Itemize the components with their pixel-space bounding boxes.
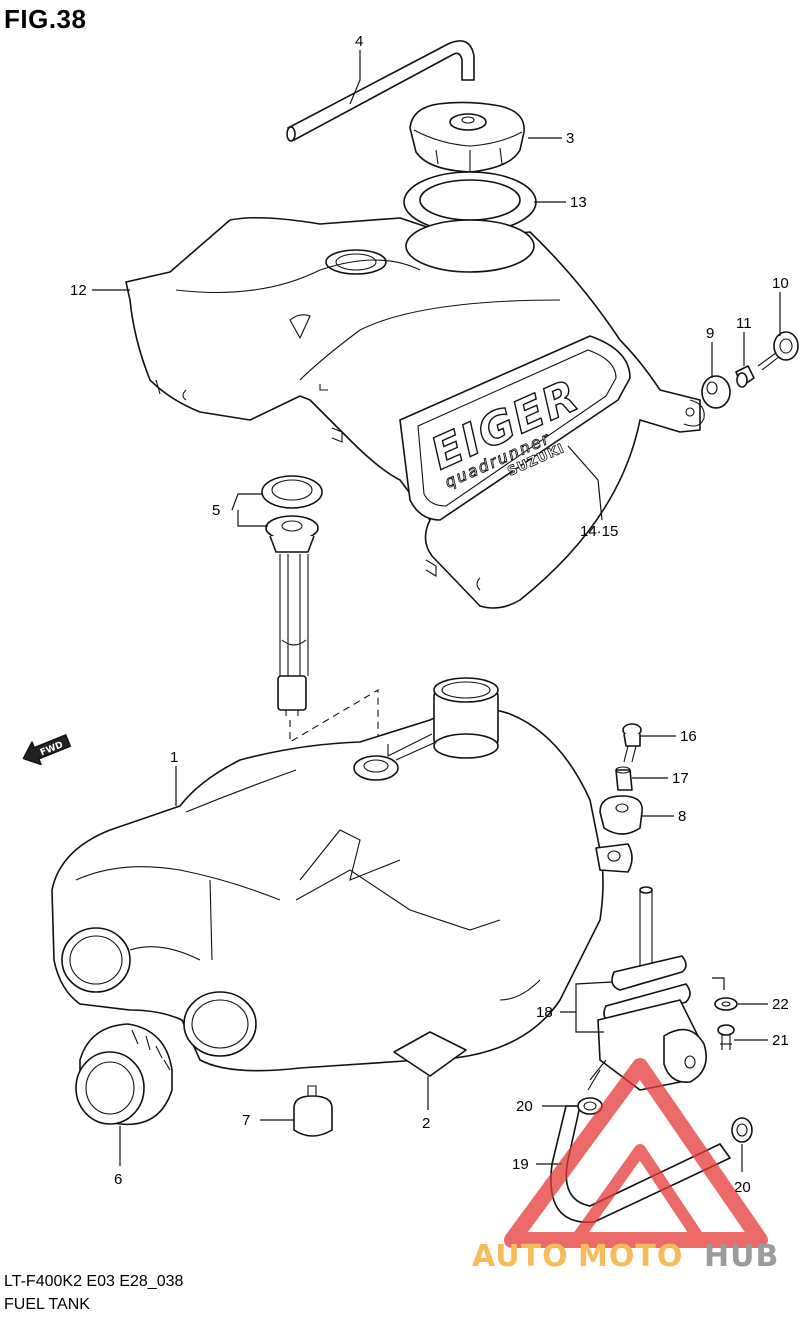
callout-18: 18 (536, 1004, 553, 1021)
forward-arrow-icon: FWD (22, 734, 72, 766)
callout-20b: 20 (734, 1179, 751, 1196)
figure-name: FUEL TANK (4, 1296, 90, 1313)
callout-7: 7 (242, 1112, 250, 1129)
leader-lines (92, 50, 781, 1172)
screw-21-part (717, 1024, 735, 1050)
figure-code: LT-F400K2 E03 E28_038 (4, 1273, 184, 1290)
callout-1: 1 (170, 749, 178, 766)
breather-hose-part (286, 40, 475, 142)
hose-band-part (75, 1023, 173, 1126)
cushion-7-part (293, 1085, 333, 1137)
callout-6: 6 (114, 1171, 122, 1188)
watermark-hub: HUB (704, 1239, 779, 1274)
callout-14-15: 14·15 (580, 523, 618, 540)
bolt-16-part (622, 723, 642, 763)
callout-20a: 20 (516, 1098, 533, 1115)
fuel-tank-part (51, 677, 633, 1072)
washer-22-part (714, 997, 738, 1011)
callout-9: 9 (706, 325, 714, 342)
watermark-auto: AUTO (472, 1239, 569, 1274)
figure-title: FIG.38 (4, 4, 87, 34)
fuel-sensor-part (261, 475, 323, 716)
callout-5: 5 (212, 502, 220, 519)
callout-17: 17 (672, 770, 689, 787)
tank-cover-part: EIGER quadrunner SUZUKI (125, 216, 705, 609)
bolt-washer-part (757, 331, 799, 371)
fuel-cock-part (587, 886, 707, 1091)
cushion-8-part (599, 795, 643, 835)
callout-2: 2 (422, 1115, 430, 1132)
watermark-moto: MOTO (578, 1239, 683, 1274)
pad-part (393, 1031, 467, 1077)
fuel-cap-part (409, 101, 525, 173)
watermark-logo: AUTO MOTO HUB (472, 1058, 779, 1274)
callout-19: 19 (512, 1156, 529, 1173)
collar-17-part (615, 766, 633, 791)
callout-21: 21 (772, 1032, 789, 1049)
callout-16: 16 (680, 728, 697, 745)
figure-footer: LT-F400K2 E03 E28_038 FUEL TANK (4, 1270, 183, 1316)
callout-12: 12 (70, 282, 87, 299)
callout-4: 4 (355, 33, 363, 50)
collar-part (735, 365, 755, 388)
callout-22: 22 (772, 996, 789, 1013)
callout-11: 11 (736, 315, 752, 332)
hose-clamp-20b-part (731, 1117, 753, 1143)
callout-3: 3 (566, 130, 574, 147)
cap-gasket-part (403, 171, 537, 233)
fwd-label: FWD (39, 740, 65, 758)
callout-8: 8 (678, 808, 686, 825)
callout-13: 13 (570, 194, 587, 211)
grommet-part (701, 375, 731, 409)
callout-labels: 4 3 13 12 9 11 10 14·15 5 1 16 17 8 18 2… (70, 33, 789, 1196)
callout-10: 10 (772, 275, 789, 292)
